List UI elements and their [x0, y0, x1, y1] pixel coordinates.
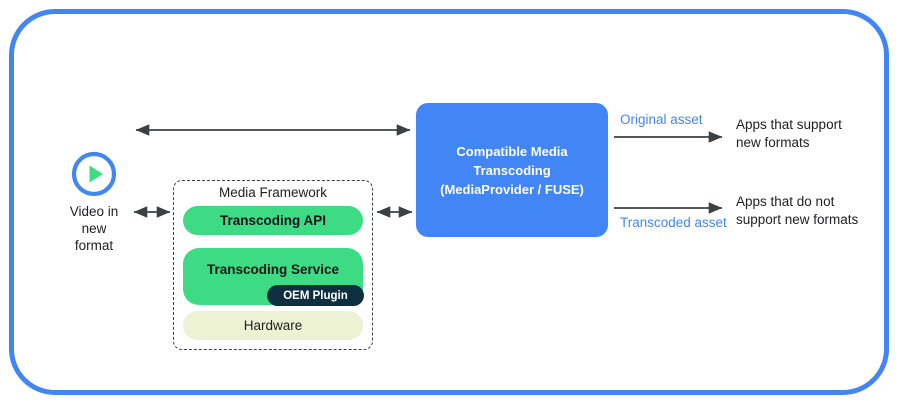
apps-nonsupporting-label: Apps that do not support new formats [736, 194, 859, 227]
apps-supporting-label: Apps that support new formats [736, 117, 842, 150]
outer-frame-border [9, 9, 889, 395]
compatible-media-transcoding-box[interactable]: Compatible Media Transcoding (MediaProvi… [416, 103, 608, 237]
video-source-label: Video in new format [69, 204, 119, 253]
play-circle-icon [71, 151, 117, 197]
hardware-box[interactable]: Hardware [183, 311, 363, 340]
media-framework-container [173, 180, 373, 350]
oem-plugin-badge[interactable]: OEM Plugin [267, 285, 364, 306]
transcoded-asset-label: Transcoded asset [620, 215, 727, 230]
original-asset-label: Original asset [620, 112, 703, 127]
media-framework-title: Media Framework [218, 185, 328, 200]
transcoding-api-box[interactable]: Transcoding API [183, 206, 363, 235]
